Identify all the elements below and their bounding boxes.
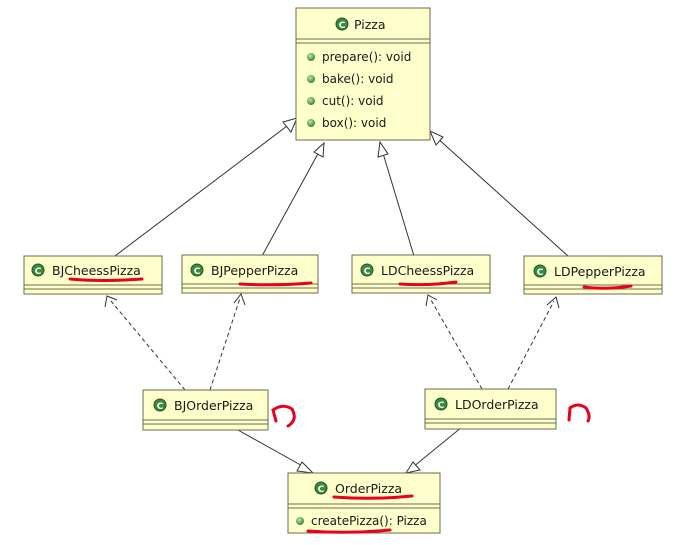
generalization-arrowhead (377, 140, 389, 158)
class-name: LDCheessPizza (381, 263, 474, 278)
class-name: BJPepperPizza (211, 263, 298, 278)
dependency-ldorder-to-ldcheess (430, 299, 483, 390)
dependency-bjorder-to-bjpepper (209, 297, 241, 391)
scribble-ldorder (567, 403, 591, 423)
public-method-icon (307, 53, 315, 61)
method-bake: bake(): void (322, 72, 394, 86)
svg-text:C: C (194, 267, 201, 277)
class-name: Pizza (354, 17, 386, 32)
class-icon: C (335, 17, 349, 31)
scribble-bjorder (271, 404, 296, 428)
generalization-bjcheess-to-pizza (114, 122, 292, 257)
svg-text:C: C (364, 267, 371, 277)
class-name: BJOrderPizza (174, 398, 253, 413)
underline-ldpepper (582, 284, 633, 290)
class-icon: C (31, 263, 45, 277)
method-cut: cut(): void (322, 94, 384, 108)
public-method-icon (307, 97, 315, 105)
svg-text:C: C (35, 267, 42, 277)
class-ldorderpizza[interactable]: C LDOrderPizza (424, 388, 557, 430)
class-icon: C (533, 264, 547, 278)
class-orderpizza[interactable]: C OrderPizza createPizza(): Pizza (287, 472, 441, 534)
class-icon: C (314, 481, 328, 495)
class-name: LDOrderPizza (455, 397, 539, 412)
class-name: OrderPizza (335, 481, 402, 496)
generalization-arrowhead (313, 141, 325, 158)
generalization-ldcheess-to-pizza (381, 149, 415, 257)
dependency-arrowhead (425, 294, 438, 307)
class-name: BJCheessPizza (52, 263, 141, 278)
dependency-arrowhead (546, 296, 560, 309)
generalization-arrowhead (429, 130, 444, 146)
public-method-icon (296, 517, 304, 525)
dependency-ldorder-to-ldpepper (507, 300, 555, 390)
underline-bjcheess (68, 277, 144, 282)
class-icon: C (434, 397, 448, 411)
class-icon: C (360, 263, 374, 277)
svg-text:C: C (438, 401, 445, 411)
underline-bjpepper (238, 281, 313, 287)
class-icon: C (190, 263, 204, 277)
class-pizza[interactable]: C Pizza prepare(): void bake(): void cut… (295, 7, 431, 141)
svg-text:C: C (318, 485, 325, 495)
svg-text:C: C (157, 402, 164, 412)
red-annotations (68, 277, 633, 534)
class-bjcheesspizza[interactable]: C BJCheessPizza (23, 255, 163, 295)
method-box: box(): void (322, 116, 386, 130)
generalization-arrowhead (282, 117, 298, 133)
class-bjpepperpizza[interactable]: C BJPepperPizza (181, 254, 319, 294)
class-bjorderpizza[interactable]: C BJOrderPizza (142, 389, 269, 431)
generalization-bjpepper-to-pizza (261, 149, 321, 257)
generalization-ldpepper-to-pizza (435, 136, 569, 257)
generalization-arrowhead (404, 461, 421, 474)
connections (104, 117, 569, 474)
svg-text:C: C (537, 268, 544, 278)
underline-order-title (332, 494, 414, 500)
public-method-icon (307, 119, 315, 127)
underline-createpizza (306, 528, 392, 534)
svg-text:C: C (339, 21, 346, 31)
method-prepare: prepare(): void (322, 50, 411, 64)
underline-ldcheess (398, 280, 458, 287)
class-name: LDPepperPizza (554, 264, 646, 279)
generalization-arrowhead (296, 461, 315, 474)
dependency-bjorder-to-bjcheess (110, 300, 186, 391)
generalization-bjorder-to-order (237, 429, 307, 469)
generalization-ldorder-to-order (412, 426, 463, 468)
class-ldcheesspizza[interactable]: C LDCheessPizza (351, 254, 491, 294)
public-method-icon (307, 75, 315, 83)
method-createpizza: createPizza(): Pizza (311, 514, 427, 528)
dependency-arrowhead (104, 295, 118, 308)
dependency-arrowhead (233, 292, 246, 306)
class-icon: C (153, 398, 167, 412)
